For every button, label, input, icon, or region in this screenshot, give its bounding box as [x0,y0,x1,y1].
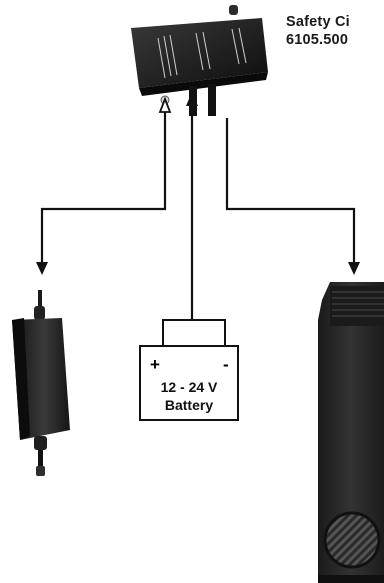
device-cable-2 [208,84,216,116]
battery-negative-label: - [223,355,229,374]
wiring-lines [40,96,356,320]
adapter-face [12,318,30,440]
arrowheads [36,92,360,275]
battery-voltage-label: 12 - 24 V [160,379,218,395]
battery-positive-label: + [150,355,160,374]
adapter-strain-bottom [34,436,47,450]
adapter-strain-top [34,306,45,320]
heater-top-vent [330,286,384,326]
wire-to-heater [225,118,356,265]
device-side [139,72,268,96]
title-line-2: 6105.500 [286,32,349,48]
heater-body [318,282,384,583]
heater-base-edge [318,575,384,583]
device-label-panel [157,27,247,79]
arrow-down-heater-icon [348,262,360,275]
battery [139,319,239,421]
battery-terminal-bracket [162,319,226,346]
heater-vent-slats [332,291,384,317]
arrow-up-hollow-icon [158,96,172,113]
safety-circuit-device [131,5,268,116]
heater-grille [323,511,381,569]
arrow-down-adapter-icon [36,262,48,275]
wire-to-adapter [40,112,167,265]
adapter-plug [36,466,45,476]
battery-label: Battery [164,397,214,413]
power-adapter [12,290,70,476]
adapter-cable-bottom [38,450,43,476]
adapter-cable-top [38,290,42,314]
device-knob [229,5,238,15]
battery-body [139,345,239,421]
title-line-1: Safety Ci [286,14,350,30]
arrow-up-battery-icon [186,92,198,106]
heater [318,282,384,583]
